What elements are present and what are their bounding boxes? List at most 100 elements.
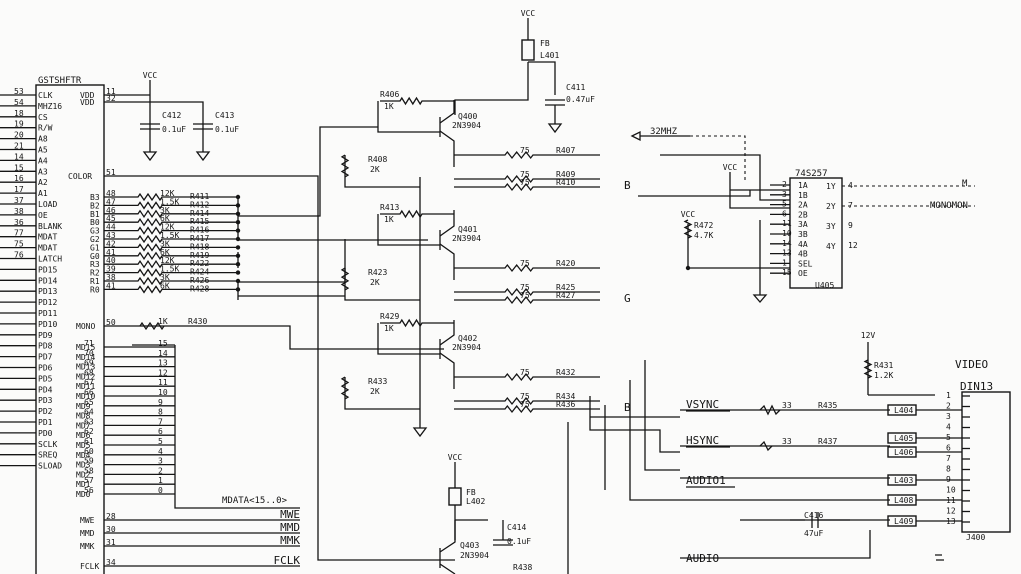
q403-symbol	[439, 520, 456, 574]
ctrl-lines	[104, 519, 300, 567]
pin-number: 71	[84, 339, 94, 348]
shifter-chip-body	[35, 84, 105, 574]
bus-index: 10	[158, 388, 168, 397]
ferrite-ref: FB	[540, 39, 550, 48]
base-resistor-value: 1K	[384, 215, 394, 224]
pin-name: PD10	[38, 320, 57, 329]
pin-name: LOAD	[38, 200, 57, 209]
base-resistor-value: 1K	[384, 102, 394, 111]
connector-pin: 7	[946, 454, 951, 463]
pin-name: MD12	[76, 372, 95, 381]
mux-pin-name: 2Y	[826, 202, 836, 211]
pin-number: 58	[84, 466, 94, 475]
pin-number: 41	[106, 248, 116, 257]
bus-index: 8	[158, 408, 163, 417]
pin-name: A2	[38, 178, 48, 187]
junction-dot	[235, 287, 241, 292]
junction-dot	[235, 194, 241, 200]
connector-pin: 4	[946, 423, 951, 432]
pin-name: PD0	[38, 429, 53, 438]
connector-title: VIDEO	[955, 358, 988, 371]
connector-pin: 3	[946, 412, 951, 421]
dac-outputs	[238, 126, 428, 297]
dac-resistor	[104, 201, 238, 210]
output-resistor	[454, 404, 600, 414]
chip-name: GSTSHFTR	[38, 76, 82, 86]
pin-name: MD11	[76, 382, 95, 391]
dac-resistor-ref: R418	[190, 242, 209, 251]
mux-pin-name: 4Y	[826, 242, 836, 251]
ferrite-ref: L406	[894, 448, 913, 457]
dac-resistor	[104, 234, 238, 244]
audio-label: AUDIO	[686, 552, 719, 565]
ferrite-l401	[521, 39, 535, 61]
pin-name: LATCH	[38, 255, 62, 264]
transistor-legs	[439, 320, 455, 389]
pin-number: 21	[14, 142, 24, 151]
pin-name: MD2	[76, 470, 91, 479]
pin-number: 30	[106, 525, 116, 534]
bus-index: 6	[158, 427, 163, 436]
transistor-legs	[439, 100, 455, 167]
bus-label: MDATA<15..0>	[222, 496, 288, 506]
transistor-ref: Q400	[458, 112, 477, 121]
junction-dot	[235, 211, 241, 216]
pin-name: MONO	[76, 322, 95, 331]
junction-dot	[235, 228, 241, 233]
dac-resistor-ref: R422	[190, 259, 209, 268]
emitter-resistor-ref: R433	[368, 377, 387, 386]
base-resistor	[380, 96, 454, 106]
dac-resistor-ref: R424	[190, 268, 209, 277]
base-wire	[377, 101, 440, 133]
connector-pin: 9	[946, 475, 951, 484]
pin-name: MD15	[76, 343, 95, 352]
pin-name: SREQ	[38, 451, 57, 460]
pin-name: R1	[90, 277, 100, 286]
bus-index: 15	[158, 339, 168, 348]
mux-chip-body	[789, 177, 843, 289]
audio-label: AUDIO1	[686, 474, 726, 487]
transistor-part: 2N3904	[452, 121, 481, 130]
output-res-ref: R434	[556, 392, 575, 401]
dac-resistor	[104, 251, 238, 260]
color-wire	[104, 175, 455, 561]
pin-name: MD10	[76, 392, 95, 401]
ferrite-ref: L404	[894, 406, 913, 415]
output-traces	[567, 360, 890, 574]
pin-name: PD1	[38, 418, 53, 427]
vdd-rail	[104, 80, 204, 152]
pin-name: PD4	[38, 385, 53, 394]
mdata-bus	[132, 344, 300, 509]
pin-name: COLOR	[68, 172, 92, 181]
pin-number: 53	[14, 87, 24, 96]
output-res-ref: R425	[556, 283, 575, 292]
dac-resistor-ref: R412	[190, 200, 209, 209]
pin-number: 39	[106, 265, 116, 274]
emitter-resistor-ref: R408	[368, 155, 387, 164]
bus-index: 7	[158, 417, 163, 426]
pin-number: 66	[84, 388, 94, 397]
output-res-value: 75	[520, 392, 530, 401]
vcc-label: VCC	[143, 71, 158, 80]
output-res-ref: R436	[556, 400, 575, 409]
pin-name: VDD	[80, 98, 95, 107]
pin-name: PD6	[38, 364, 53, 373]
pin-number: 69	[84, 359, 94, 368]
output-res-ref: R409	[556, 170, 575, 179]
pin-number: 57	[84, 476, 94, 485]
pin-number: 43	[106, 231, 116, 240]
mux-output-label: M	[962, 179, 968, 189]
base-resistor-ref: R406	[380, 90, 399, 99]
pin-number: 47	[106, 197, 116, 206]
pin-number: 65	[84, 398, 94, 407]
dac-resistor-value: 1.5K	[160, 265, 179, 274]
emitter-resistor-value: 2K	[370, 278, 380, 287]
connector-pin: 12	[946, 507, 956, 516]
pin-name: MD14	[76, 353, 95, 362]
pin-name: G1	[90, 243, 100, 252]
pin-name: A3	[38, 167, 48, 176]
pin-number: 17	[14, 185, 24, 194]
pin-name: VDD	[80, 91, 95, 100]
pin-name: MWE	[80, 516, 95, 525]
pin-name: MDAT	[38, 233, 57, 242]
